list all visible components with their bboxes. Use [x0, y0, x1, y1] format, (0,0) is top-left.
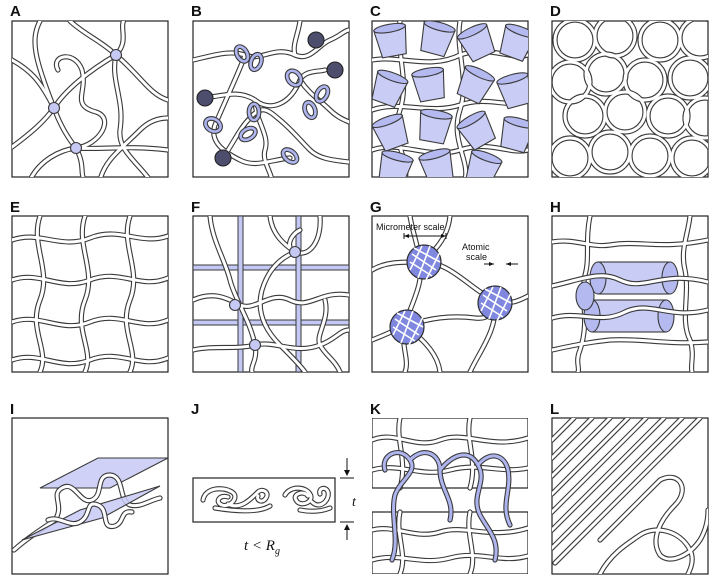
stopper-bead: [196, 89, 214, 107]
panel-k-network: [372, 418, 528, 574]
cylinder-block-grid: [372, 21, 528, 177]
stopper-bead: [307, 31, 325, 49]
atomic-scale-label-2: scale: [466, 252, 487, 262]
panel-label-c: C: [370, 3, 381, 20]
panel-label-b: B: [191, 3, 202, 20]
panel-h-network: [552, 216, 708, 372]
panel-g-network: Micrometer scale Atomic scale: [372, 216, 528, 372]
panel-j: J t t < Rg: [191, 401, 357, 557]
mesh-particle: [389, 309, 425, 346]
slide-ring-group: [203, 44, 331, 165]
panel-l: L: [550, 401, 709, 575]
panel-f: F: [191, 199, 350, 373]
panel-e-network: [12, 216, 168, 372]
panel-label-i: I: [10, 401, 14, 418]
stopper-bead: [326, 61, 344, 79]
upper-plane: [39, 457, 168, 489]
micrometer-scale-label: Micrometer scale: [376, 222, 445, 232]
panel-d-olympic-rings: [552, 21, 708, 177]
thickness-relation-subscript: g: [275, 546, 280, 557]
panel-d: D: [550, 3, 709, 178]
crosslink-node: [47, 101, 61, 115]
panel-a-network: [12, 21, 168, 177]
confined-coil: [200, 485, 333, 514]
panel-b: B: [191, 3, 350, 178]
atomic-scale-label-1: Atomic: [462, 242, 490, 252]
panel-label-a: A: [10, 3, 21, 20]
panel-i-layers: [12, 457, 168, 553]
panel-label-j: J: [191, 401, 199, 418]
panel-l-crystalline: [552, 418, 708, 574]
panel-k: K: [370, 401, 528, 574]
micrometer-arrow-heads: [404, 234, 446, 238]
panel-label-f: F: [191, 199, 200, 216]
crosslink-node: [248, 338, 262, 352]
crosslink-node: [69, 141, 83, 155]
panel-label-k: K: [370, 401, 381, 418]
thickness-symbol: t: [352, 495, 357, 510]
panel-label-h: H: [550, 199, 561, 216]
panel-label-l: L: [550, 401, 559, 418]
panel-c-blocks: [372, 21, 528, 177]
panel-a: A: [10, 3, 169, 178]
panel-b-network: [193, 21, 349, 177]
atomic-arrow-heads: [489, 262, 511, 266]
panel-l-frame: [551, 417, 709, 575]
stopper-bead: [214, 149, 232, 167]
mesh-particle: [477, 285, 513, 322]
crosslink-node: [228, 298, 242, 312]
panel-label-g: G: [370, 199, 382, 216]
panel-c: C: [370, 3, 529, 178]
thickness-relation-main: t < R: [244, 538, 275, 554]
thickness-relation: t < Rg: [244, 538, 280, 557]
thickness-bracket: [340, 458, 354, 540]
panel-e: E: [10, 199, 169, 373]
mesh-particle: [406, 244, 442, 281]
panel-label-e: E: [10, 199, 20, 216]
crosslink-node: [109, 48, 123, 62]
panel-i-frame: [11, 417, 169, 575]
panel-label-d: D: [550, 3, 561, 20]
thickness-arrow-heads: [344, 470, 350, 530]
panel-f-network: [193, 216, 349, 372]
panel-g: G: [370, 199, 529, 373]
panel-i: I: [10, 401, 169, 575]
crosslink-node: [288, 245, 302, 259]
panel-h: H: [550, 199, 709, 373]
